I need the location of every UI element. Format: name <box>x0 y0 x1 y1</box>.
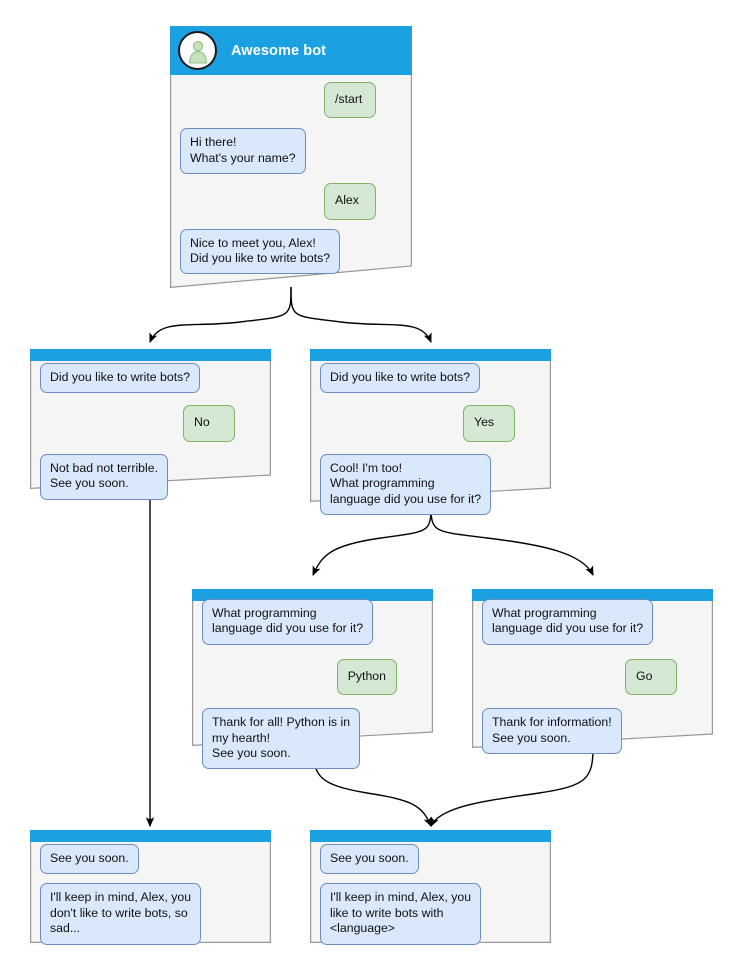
bot-message-bubble[interactable]: Not bad not terrible. See you soon. <box>40 453 169 500</box>
node-end-sad[interactable]: See you soon. I'll keep in mind, Alex, y… <box>30 830 271 945</box>
message-row: See you soon. <box>40 844 261 875</box>
message-row: Hi there! What's your name? <box>180 128 402 175</box>
node-yes-branch-chat: Did you like to write bots? Yes Cool! I'… <box>310 363 551 525</box>
bot-message-bubble[interactable]: See you soon. <box>40 844 139 875</box>
bot-message-bubble[interactable]: Thank for all! Python is in my hearth! S… <box>202 708 361 770</box>
node-yes-branch[interactable]: Did you like to write bots? Yes Cool! I'… <box>310 349 551 516</box>
edge-root-to-no <box>149 286 292 344</box>
message-row: What programming language did you use fo… <box>482 599 703 645</box>
bot-message-bubble[interactable]: Nice to meet you, Alex! Did you like to … <box>180 228 341 275</box>
message-row: Thank for all! Python is in my hearth! S… <box>202 708 423 770</box>
node-end-sad-titlebar <box>30 830 271 842</box>
bot-message-bubble[interactable]: What programming language did you use fo… <box>202 599 374 645</box>
bot-message-bubble[interactable]: Did you like to write bots? <box>320 363 481 394</box>
message-row: Go <box>482 658 703 696</box>
node-end-sad-chat: See you soon. I'll keep in mind, Alex, y… <box>30 844 271 955</box>
person-avatar-icon <box>178 31 217 70</box>
node-go-branch-titlebar <box>472 589 713 601</box>
bot-message-bubble[interactable]: I'll keep in mind, Alex, you like to wri… <box>320 883 482 945</box>
node-no-branch-chat: Did you like to write bots? No Not bad n… <box>30 363 271 510</box>
node-end-happy-titlebar <box>310 830 551 842</box>
node-python-branch-chat: What programming language did you use fo… <box>192 599 433 779</box>
node-yes-branch-titlebar <box>310 349 551 361</box>
message-row: I'll keep in mind, Alex, you don't like … <box>40 883 261 945</box>
node-end-happy-chat: See you soon. I'll keep in mind, Alex, y… <box>310 844 551 955</box>
node-go-branch[interactable]: What programming language did you use fo… <box>472 589 713 755</box>
message-row: Python <box>202 658 423 696</box>
node-root-chat: /start Hi there! What's your name? Alex … <box>170 82 412 284</box>
user-message-bubble[interactable]: Python <box>336 658 397 696</box>
bot-message-bubble[interactable]: Thank for information! See you soon. <box>482 708 622 755</box>
bot-message-bubble[interactable]: Hi there! What's your name? <box>180 128 306 175</box>
message-row: Thank for information! See you soon. <box>482 708 703 755</box>
bot-message-bubble[interactable]: What programming language did you use fo… <box>482 599 654 645</box>
user-message-bubble[interactable]: No <box>183 405 235 442</box>
message-row: Did you like to write bots? <box>320 363 541 394</box>
edge-root-to-yes <box>290 286 432 344</box>
node-no-branch-titlebar <box>30 349 271 361</box>
node-root[interactable]: Awesome bot /start Hi there! What's your… <box>170 26 412 288</box>
bot-message-bubble[interactable]: Cool! I'm too! What programming language… <box>320 453 492 516</box>
message-row: Alex <box>180 183 402 220</box>
message-row: What programming language did you use fo… <box>202 599 423 645</box>
user-message-bubble[interactable]: Alex <box>324 183 376 220</box>
user-message-bubble[interactable]: Go <box>625 658 677 696</box>
node-no-branch[interactable]: Did you like to write bots? No Not bad n… <box>30 349 271 500</box>
bot-message-bubble[interactable]: Did you like to write bots? <box>40 363 201 394</box>
node-python-branch-titlebar <box>192 589 433 601</box>
node-root-titlebar: Awesome bot <box>170 26 412 75</box>
message-row: Did you like to write bots? <box>40 363 261 394</box>
message-row: Not bad not terrible. See you soon. <box>40 453 261 500</box>
message-row: Nice to meet you, Alex! Did you like to … <box>180 228 402 275</box>
bot-message-bubble[interactable]: I'll keep in mind, Alex, you don't like … <box>40 883 202 945</box>
message-row: I'll keep in mind, Alex, you like to wri… <box>320 883 541 945</box>
message-row: See you soon. <box>320 844 541 875</box>
bot-name-label: Awesome bot <box>231 42 327 59</box>
message-row: No <box>40 405 261 442</box>
user-message-bubble[interactable]: Yes <box>463 405 515 442</box>
message-row: Cool! I'm too! What programming language… <box>320 453 541 516</box>
user-message-bubble[interactable]: /start <box>324 82 376 119</box>
bot-message-bubble[interactable]: See you soon. <box>320 844 419 875</box>
node-go-branch-chat: What programming language did you use fo… <box>472 599 713 764</box>
node-end-happy[interactable]: See you soon. I'll keep in mind, Alex, y… <box>310 830 551 945</box>
message-row: Yes <box>320 405 541 442</box>
node-python-branch[interactable]: What programming language did you use fo… <box>192 589 433 770</box>
message-row: /start <box>180 82 402 119</box>
